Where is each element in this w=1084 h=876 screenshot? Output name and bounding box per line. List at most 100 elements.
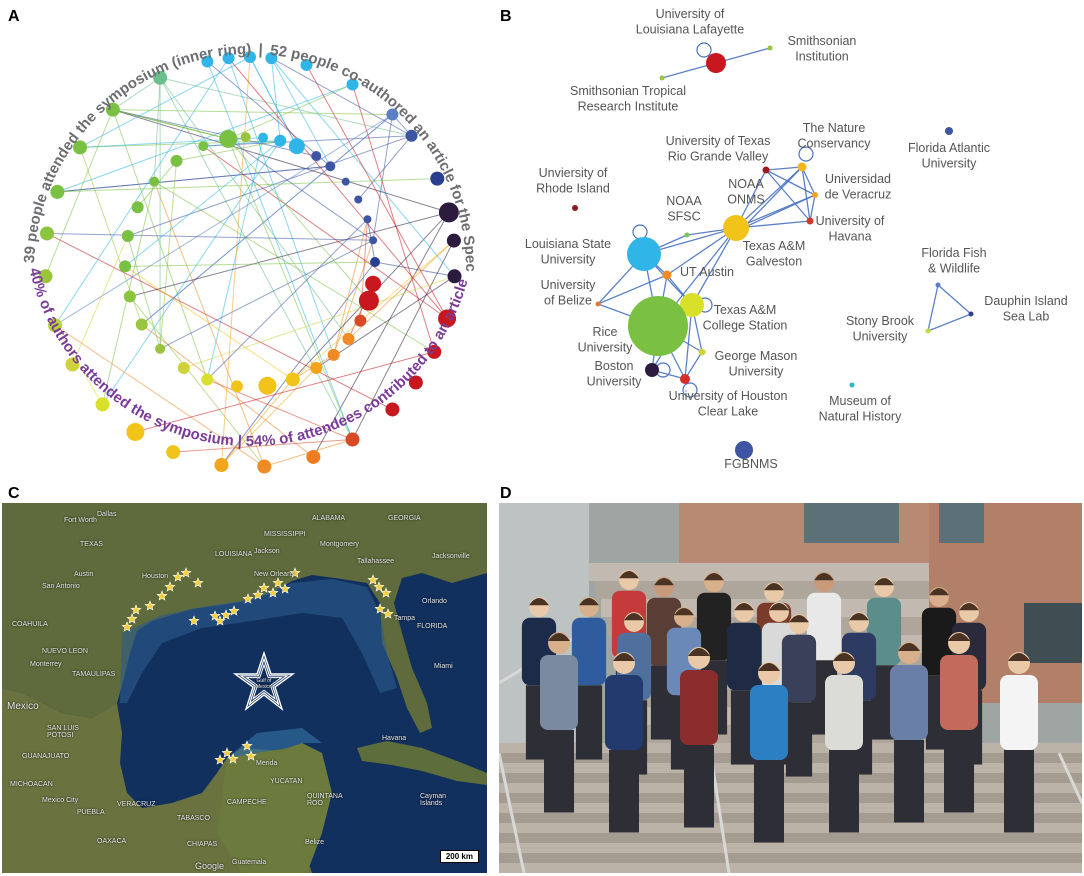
person-node (131, 201, 144, 214)
coauthor-edge (173, 439, 353, 453)
coauthor-nodes (38, 51, 462, 474)
person-hair (654, 578, 674, 586)
person-legs (894, 740, 924, 823)
group-photo-scene (499, 503, 1082, 873)
person-torso (750, 685, 788, 760)
person-node (201, 55, 214, 68)
sampling-star (214, 754, 226, 765)
person-node (288, 138, 305, 155)
campeche-bank (227, 728, 322, 758)
google-logo: Google (195, 861, 225, 871)
coauthor-edge (112, 109, 229, 140)
person-node (50, 184, 65, 199)
coauthor-edge (57, 165, 331, 193)
institution-nodes (572, 45, 974, 459)
person-node (430, 171, 445, 186)
person-node (438, 202, 459, 223)
coauthor-edge (374, 261, 455, 277)
label-jackson: Jackson (254, 548, 280, 555)
person-node (363, 215, 372, 224)
institution-edge (765, 169, 811, 222)
coauthor-edge (357, 135, 412, 200)
institution-node (723, 215, 749, 241)
person-node (325, 161, 336, 172)
coauthorship-circle-network: 39 people attended the symposium (inner … (0, 0, 479, 474)
person-node (265, 52, 278, 65)
label-cayman: Cayman Islands (420, 793, 447, 807)
person-hair (624, 613, 644, 621)
person-torso (571, 617, 607, 686)
institution-node (628, 296, 688, 356)
coauthor-edge (372, 114, 393, 241)
coauthor-edge (306, 64, 448, 319)
person-node (310, 362, 323, 375)
stair-step (499, 773, 1082, 783)
self-loop (696, 42, 712, 58)
person-hair (898, 643, 920, 651)
coauthor-edge (160, 77, 412, 137)
person-node (365, 275, 382, 292)
stair-step (499, 853, 1082, 863)
person-node (166, 445, 181, 460)
person-torso (540, 655, 578, 730)
person-node (285, 372, 300, 387)
coauthor-edge (270, 57, 331, 167)
coauthor-edge (333, 219, 368, 356)
person-node (149, 176, 160, 187)
label-puebla: PUEBLA (77, 809, 105, 816)
institution-edge (666, 227, 737, 276)
label-florida: FLORIDA (417, 623, 448, 630)
coauthor-edge (79, 56, 251, 148)
stair-step (499, 843, 1082, 853)
label-mississippi: MISSISSIPPI (264, 531, 306, 538)
person-node (126, 422, 145, 441)
sampling-star (242, 593, 254, 604)
institution-node (945, 127, 953, 135)
label-montgomery: Montgomery (320, 541, 359, 548)
label-merida: Merida (256, 760, 278, 767)
coauthor-edge (46, 233, 393, 410)
person-node (65, 357, 80, 372)
coauthor-edge (270, 58, 281, 141)
person-hair (613, 653, 635, 661)
person-node (73, 140, 88, 155)
label-miami: Miami (434, 663, 453, 670)
institution-node (797, 162, 807, 172)
person-node (258, 376, 277, 395)
institution-edge (801, 166, 816, 196)
label-nuevo-leon: NUEVO LEON (42, 648, 88, 655)
label-georgia: GEORGIA (388, 515, 421, 522)
person-node (346, 78, 359, 91)
label-veracruz: VERACRUZ (117, 801, 156, 808)
person-torso (1000, 675, 1038, 750)
person-hair (529, 598, 549, 606)
label-tamaulipas: TAMAULIPAS (72, 671, 116, 678)
coauthor-edge (112, 77, 161, 111)
institution-node (925, 328, 931, 334)
coauthor-edge (228, 84, 353, 140)
label-campeche: CAMPECHE (227, 799, 267, 806)
person-hair (688, 648, 710, 656)
sampling-star (180, 567, 192, 578)
coauthor-edge (57, 178, 438, 193)
institution-edge (691, 227, 737, 306)
person-legs (575, 685, 603, 760)
sampling-star (126, 613, 138, 624)
stair-step (499, 793, 1082, 803)
institution-edge (742, 194, 816, 229)
person-node (306, 449, 321, 464)
gulf-center-star (232, 650, 296, 711)
label-michoacan: MICHOACAN (10, 781, 53, 788)
label-havana: Havana (382, 735, 407, 742)
institution-node (849, 382, 855, 388)
institution-node (659, 75, 665, 81)
